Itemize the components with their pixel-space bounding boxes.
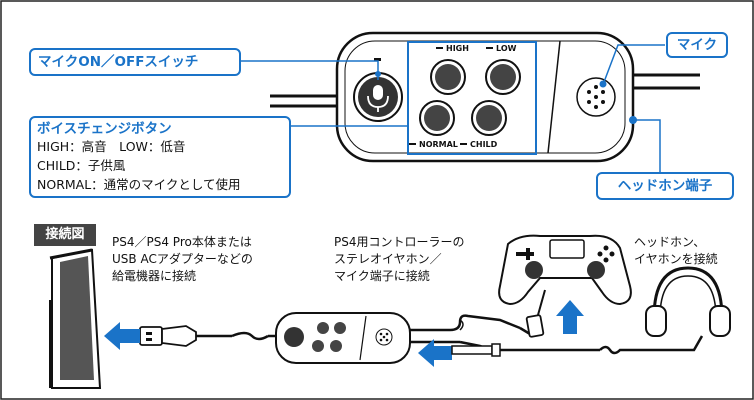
voice-change-title: ボイスチェンジボタン <box>37 121 172 137</box>
ps4-note-line-1: PS4／PS4 Pro本体または <box>112 235 252 249</box>
controller-note: PS4用コントローラーの ステレオイヤホン／ マイク端子に接続 <box>334 234 465 285</box>
headphones-image <box>645 266 731 337</box>
mic-callout: マイク <box>666 32 728 58</box>
mic-led <box>374 58 381 61</box>
mic-switch-label: マイクON／OFFスイッチ <box>38 54 199 70</box>
voice-change-callout: ボイスチェンジボタン HIGH：高音 LOW：低音 CHILD：子供風 NORM… <box>29 116 291 198</box>
label-child: CHILD <box>470 140 498 149</box>
microphone-icon <box>367 85 389 112</box>
controller-note-line-2: ステレオイヤホン／ <box>334 252 442 266</box>
headphone-jack-label: ヘッドホン端子 <box>617 178 713 194</box>
voice-change-line-1: HIGH：高音 LOW：低音 <box>37 139 186 154</box>
headphone-jack-callout: ヘッドホン端子 <box>596 172 734 200</box>
anchor-dot-jack <box>629 116 637 124</box>
voice-buttons-highlight <box>407 41 537 155</box>
headphones-note-line-2: イヤホンを接続 <box>634 252 718 266</box>
controller-note-line-1: PS4用コントローラーの <box>334 235 465 249</box>
inline-remote-large: HIGH LOW NORMAL CHILD <box>270 31 700 163</box>
remote-body <box>335 31 635 163</box>
arrow-up-icon <box>556 300 584 334</box>
voice-button-child <box>471 100 507 136</box>
voice-button-low <box>485 59 521 95</box>
cable-to-controller <box>410 314 521 332</box>
inline-remote-small <box>275 312 411 364</box>
mic-label: マイク <box>676 37 718 53</box>
headphones-note-line-1: ヘッドホン、 <box>634 235 706 249</box>
headphones-note: ヘッドホン、 イヤホンを接続 <box>634 234 718 268</box>
label-high: HIGH <box>446 44 469 53</box>
voice-button-high <box>430 59 466 95</box>
ps4-controller-image <box>498 234 632 306</box>
arrow-left-icon <box>104 322 140 350</box>
ps4-note-line-3: 給電機器に接続 <box>112 269 197 283</box>
voice-button-normal <box>419 100 455 136</box>
anchor-dot-switch <box>375 71 381 77</box>
mic-switch-callout: マイクON／OFFスイッチ <box>29 48 241 76</box>
usb-plug-image <box>139 325 232 347</box>
remote-divider <box>547 40 561 154</box>
label-normal: NORMAL <box>419 140 458 149</box>
label-low: LOW <box>496 44 517 53</box>
controller-note-line-3: マイク端子に接続 <box>334 269 430 283</box>
controller-plug-image <box>519 289 546 338</box>
voice-change-line-3: NORMAL：通常のマイクとして使用 <box>37 177 241 192</box>
anchor-dot-mic <box>599 80 607 88</box>
mic-grille-icon <box>576 77 616 117</box>
ps4-console-image <box>49 248 102 389</box>
usb-cable <box>231 331 269 341</box>
arrow-left-lower-icon <box>418 339 452 367</box>
headphone-plug-image <box>451 343 501 357</box>
connection-heading: 接続図 <box>34 224 96 246</box>
ps4-note: PS4／PS4 Pro本体または USB ACアダプターなどの 給電機器に接続 <box>112 234 253 285</box>
voice-change-line-2: CHILD：子供風 <box>37 158 126 173</box>
ps4-note-line-2: USB ACアダプターなどの <box>112 252 253 266</box>
